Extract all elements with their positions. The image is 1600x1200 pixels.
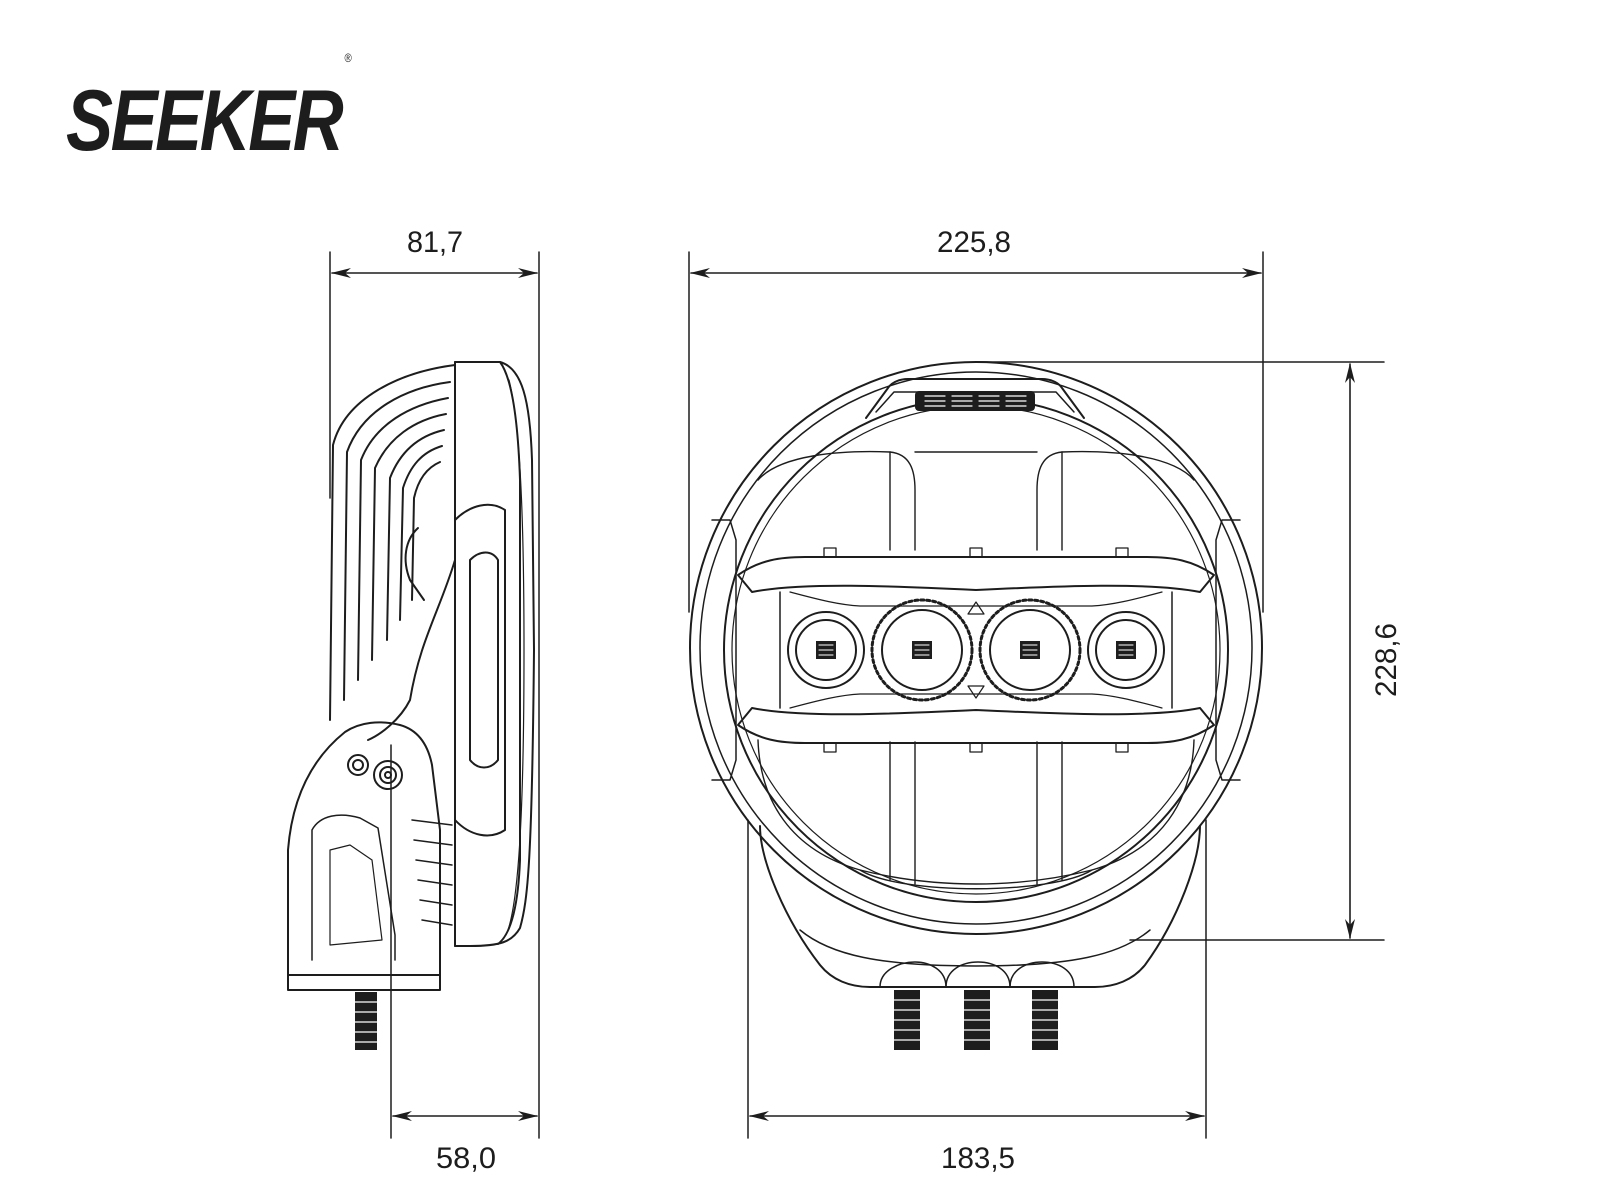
dim-side-mount-depth: 58,0	[436, 1142, 496, 1175]
dim-front-width: 225,8	[937, 226, 1011, 259]
heatsink-fins	[329, 364, 456, 721]
dim-front-height: 228,6	[1370, 623, 1403, 697]
outer-housing-ring	[689, 361, 1263, 935]
brand-name: SEEKER	[66, 73, 344, 169]
dim-base-width: 183,5	[941, 1142, 1015, 1175]
brand-logo: SEEKER®	[66, 52, 352, 164]
front-base-mount	[759, 825, 1201, 988]
dim-side-depth: 81,7	[407, 226, 463, 259]
led-optic-4	[1087, 611, 1165, 689]
led-optic-3	[978, 598, 1082, 702]
led-optic-1	[787, 611, 865, 689]
led-optic-2	[870, 598, 974, 702]
side-mounting-stud	[355, 992, 377, 1050]
reflector-cells	[757, 450, 1195, 890]
front-view	[688, 251, 1385, 1139]
top-badge	[865, 378, 1085, 419]
mounting-bracket	[287, 721, 441, 991]
front-mounting-studs	[893, 990, 1059, 1050]
light-bar-upper	[737, 556, 1215, 593]
side-view	[287, 251, 540, 1139]
side-housing	[454, 361, 535, 947]
registered-mark: ®	[344, 51, 352, 66]
light-bar-lower	[737, 707, 1215, 744]
